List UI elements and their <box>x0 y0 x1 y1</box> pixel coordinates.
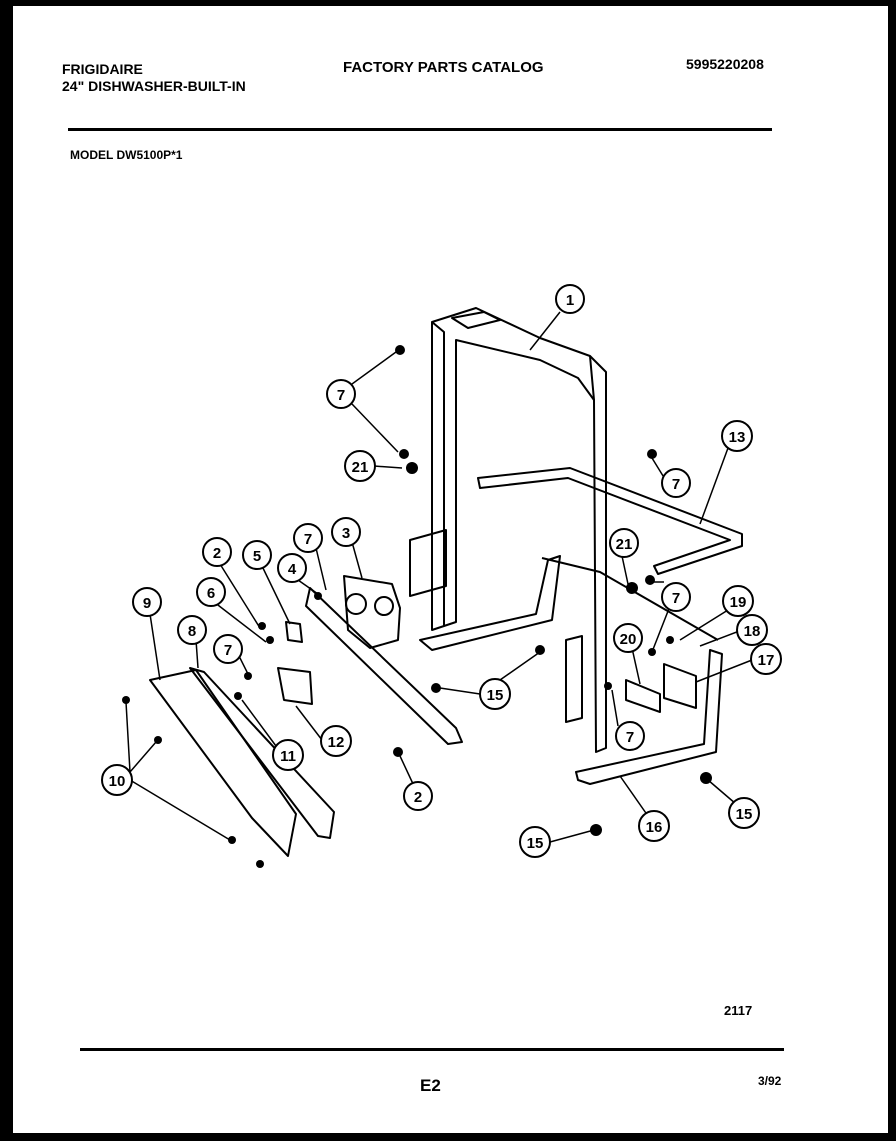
svg-text:1: 1 <box>566 292 574 309</box>
catalog-title: FACTORY PARTS CATALOG <box>343 59 544 76</box>
svg-text:11: 11 <box>280 748 296 765</box>
svg-text:13: 13 <box>729 429 746 446</box>
callout-7d: 7 <box>661 468 691 498</box>
callout-18: 18 <box>736 614 768 646</box>
svg-text:20: 20 <box>620 631 637 648</box>
svg-text:5: 5 <box>253 548 261 565</box>
page-label: E2 <box>420 1076 441 1095</box>
callout-21b: 21 <box>609 528 639 558</box>
svg-text:16: 16 <box>646 819 663 836</box>
callout-1: 1 <box>555 284 585 314</box>
svg-text:7: 7 <box>224 642 232 659</box>
svg-text:17: 17 <box>758 652 775 669</box>
svg-text:3: 3 <box>342 525 350 542</box>
svg-text:15: 15 <box>487 687 504 704</box>
fasteners <box>122 345 712 868</box>
svg-text:21: 21 <box>352 459 369 476</box>
callout-4: 4 <box>277 553 307 583</box>
model-label: MODEL DW5100P*1 <box>70 148 183 162</box>
callout-7a: 7 <box>326 379 356 409</box>
callout-20: 20 <box>613 623 643 653</box>
product-label: 24" DISHWASHER-BUILT-IN <box>62 78 246 94</box>
callout-15b: 15 <box>519 826 551 858</box>
callout-19: 19 <box>722 585 754 617</box>
callout-2a: 2 <box>202 537 232 567</box>
svg-text:15: 15 <box>736 806 753 823</box>
callout-12: 12 <box>320 725 352 757</box>
svg-text:4: 4 <box>288 561 297 578</box>
callout-9: 9 <box>132 587 162 617</box>
svg-text:15: 15 <box>527 835 544 852</box>
svg-text:6: 6 <box>207 585 215 602</box>
footer-rule <box>80 1048 784 1051</box>
svg-text:12: 12 <box>328 734 345 751</box>
callout-7c: 7 <box>213 634 243 664</box>
svg-text:19: 19 <box>730 594 747 611</box>
callout-13: 13 <box>721 420 753 452</box>
svg-text:10: 10 <box>109 773 126 790</box>
svg-text:2: 2 <box>213 545 221 562</box>
svg-text:7: 7 <box>304 531 312 548</box>
callout-10: 10 <box>101 764 133 796</box>
svg-text:7: 7 <box>672 476 680 493</box>
callout-6: 6 <box>196 577 226 607</box>
callout-markers: 1 2 2 3 4 5 6 7 7 7 7 7 7 8 9 10 11 12 1… <box>101 284 782 858</box>
callout-8: 8 <box>177 615 207 645</box>
frame-assembly <box>149 307 743 857</box>
callout-17: 17 <box>750 643 782 675</box>
callout-7f: 7 <box>615 721 645 751</box>
callout-15a: 15 <box>479 678 511 710</box>
brand-label: FRIGIDAIRE <box>62 61 143 77</box>
leader-lines <box>125 311 753 843</box>
callout-3: 3 <box>331 517 361 547</box>
svg-text:21: 21 <box>616 536 633 553</box>
callout-7e: 7 <box>661 582 691 612</box>
svg-text:9: 9 <box>143 595 151 612</box>
catalog-page <box>13 6 888 1133</box>
callout-7b: 7 <box>293 523 323 553</box>
callout-2b: 2 <box>403 781 433 811</box>
figure-code: 2117 <box>724 1003 753 1018</box>
svg-text:7: 7 <box>337 387 345 404</box>
callout-5: 5 <box>242 540 272 570</box>
svg-text:8: 8 <box>188 623 196 640</box>
catalog-number: 5995220208 <box>686 56 764 72</box>
svg-text:18: 18 <box>744 623 761 640</box>
header-rule <box>68 128 772 131</box>
callout-15c: 15 <box>728 797 760 829</box>
svg-text:2: 2 <box>414 789 422 806</box>
callout-11: 11 <box>272 739 304 771</box>
callout-16a: 16 <box>638 810 670 842</box>
revision-date: 3/92 <box>758 1074 782 1088</box>
svg-text:7: 7 <box>626 729 634 746</box>
callout-21a: 21 <box>344 450 376 482</box>
svg-text:7: 7 <box>672 590 680 607</box>
